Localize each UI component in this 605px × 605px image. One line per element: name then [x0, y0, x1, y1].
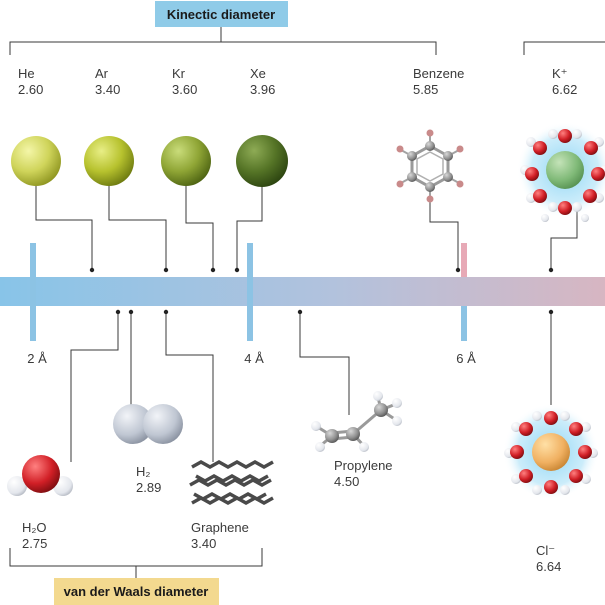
- ar-marker: [163, 267, 169, 273]
- k-ion-marker: [548, 267, 554, 273]
- tick-4a: [247, 243, 253, 341]
- kinetic-header: Kinectic diameter: [167, 7, 275, 22]
- he-leader: [35, 185, 93, 270]
- h2o-leader: [70, 312, 119, 462]
- he-sphere: [11, 136, 61, 186]
- cl-ion-name: Cl⁻: [536, 543, 555, 558]
- kinetic-bracket: [9, 27, 437, 55]
- ar-value: 3.40: [95, 82, 120, 97]
- xe-name: Xe: [250, 66, 266, 81]
- kr-name: Kr: [172, 66, 186, 81]
- ar-name: Ar: [95, 66, 109, 81]
- h2-value: 2.89: [136, 480, 161, 495]
- h2o-molecule: [7, 455, 73, 496]
- k-ion-leader: [550, 206, 578, 270]
- graphene-layers: [189, 459, 274, 506]
- vdw-header: van der Waals diameter: [64, 584, 209, 599]
- propylene-name: Propylene: [334, 458, 393, 473]
- kinetic-bracket-right: [523, 41, 605, 55]
- tick-label-6a: 6 Å: [456, 351, 476, 366]
- benzene-molecule: [396, 129, 464, 203]
- cl-ion-value: 6.64: [536, 559, 561, 574]
- he-marker: [89, 267, 95, 273]
- he-name: He: [18, 66, 35, 81]
- benzene-name: Benzene: [413, 66, 464, 81]
- tick-2a: [30, 243, 36, 341]
- propylene-marker: [297, 309, 303, 315]
- kr-value: 3.60: [172, 82, 197, 97]
- xe-leader: [236, 185, 263, 270]
- xe-value: 3.96: [250, 82, 275, 97]
- benzene-leader: [429, 195, 459, 270]
- graphene-name: Graphene: [191, 520, 249, 535]
- tick-6a-top: [461, 243, 467, 277]
- vdw-bracket: [9, 548, 263, 578]
- h2o-marker: [115, 309, 121, 315]
- vdw-header-box: [54, 578, 219, 605]
- h2o-name: H₂O: [22, 520, 47, 535]
- h2o-value: 2.75: [22, 536, 47, 551]
- benzene-value: 5.85: [413, 82, 438, 97]
- kr-marker: [210, 267, 216, 273]
- kr-leader: [185, 185, 214, 270]
- propylene-leader: [299, 312, 350, 415]
- xe-marker: [234, 267, 240, 273]
- k-ion-name: K⁺: [552, 66, 568, 81]
- h2-molecule: [113, 404, 183, 444]
- he-value: 2.60: [18, 82, 43, 97]
- ar-sphere: [84, 136, 134, 186]
- axis-bar: [0, 277, 605, 306]
- xe-sphere: [236, 135, 288, 187]
- graphene-leader: [165, 312, 214, 462]
- tick-label-4a: 4 Å: [244, 351, 264, 366]
- ar-leader: [108, 185, 167, 270]
- tick-6a-bottom: [461, 306, 467, 341]
- propylene-molecule: [311, 391, 402, 452]
- h2-marker: [128, 309, 134, 315]
- graphene-value: 3.40: [191, 536, 216, 551]
- cl-ion-cluster: [503, 404, 599, 500]
- k-ion-cluster: [517, 122, 605, 222]
- propylene-value: 4.50: [334, 474, 359, 489]
- k-ion-value: 6.62: [552, 82, 577, 97]
- kinetic-header-box: [155, 1, 288, 27]
- cl-ion-marker: [548, 309, 554, 315]
- tick-label-2a: 2 Å: [27, 351, 47, 366]
- kr-sphere: [161, 136, 211, 186]
- h2-name: H₂: [136, 464, 150, 479]
- benzene-marker: [455, 267, 461, 273]
- graphene-marker: [163, 309, 169, 315]
